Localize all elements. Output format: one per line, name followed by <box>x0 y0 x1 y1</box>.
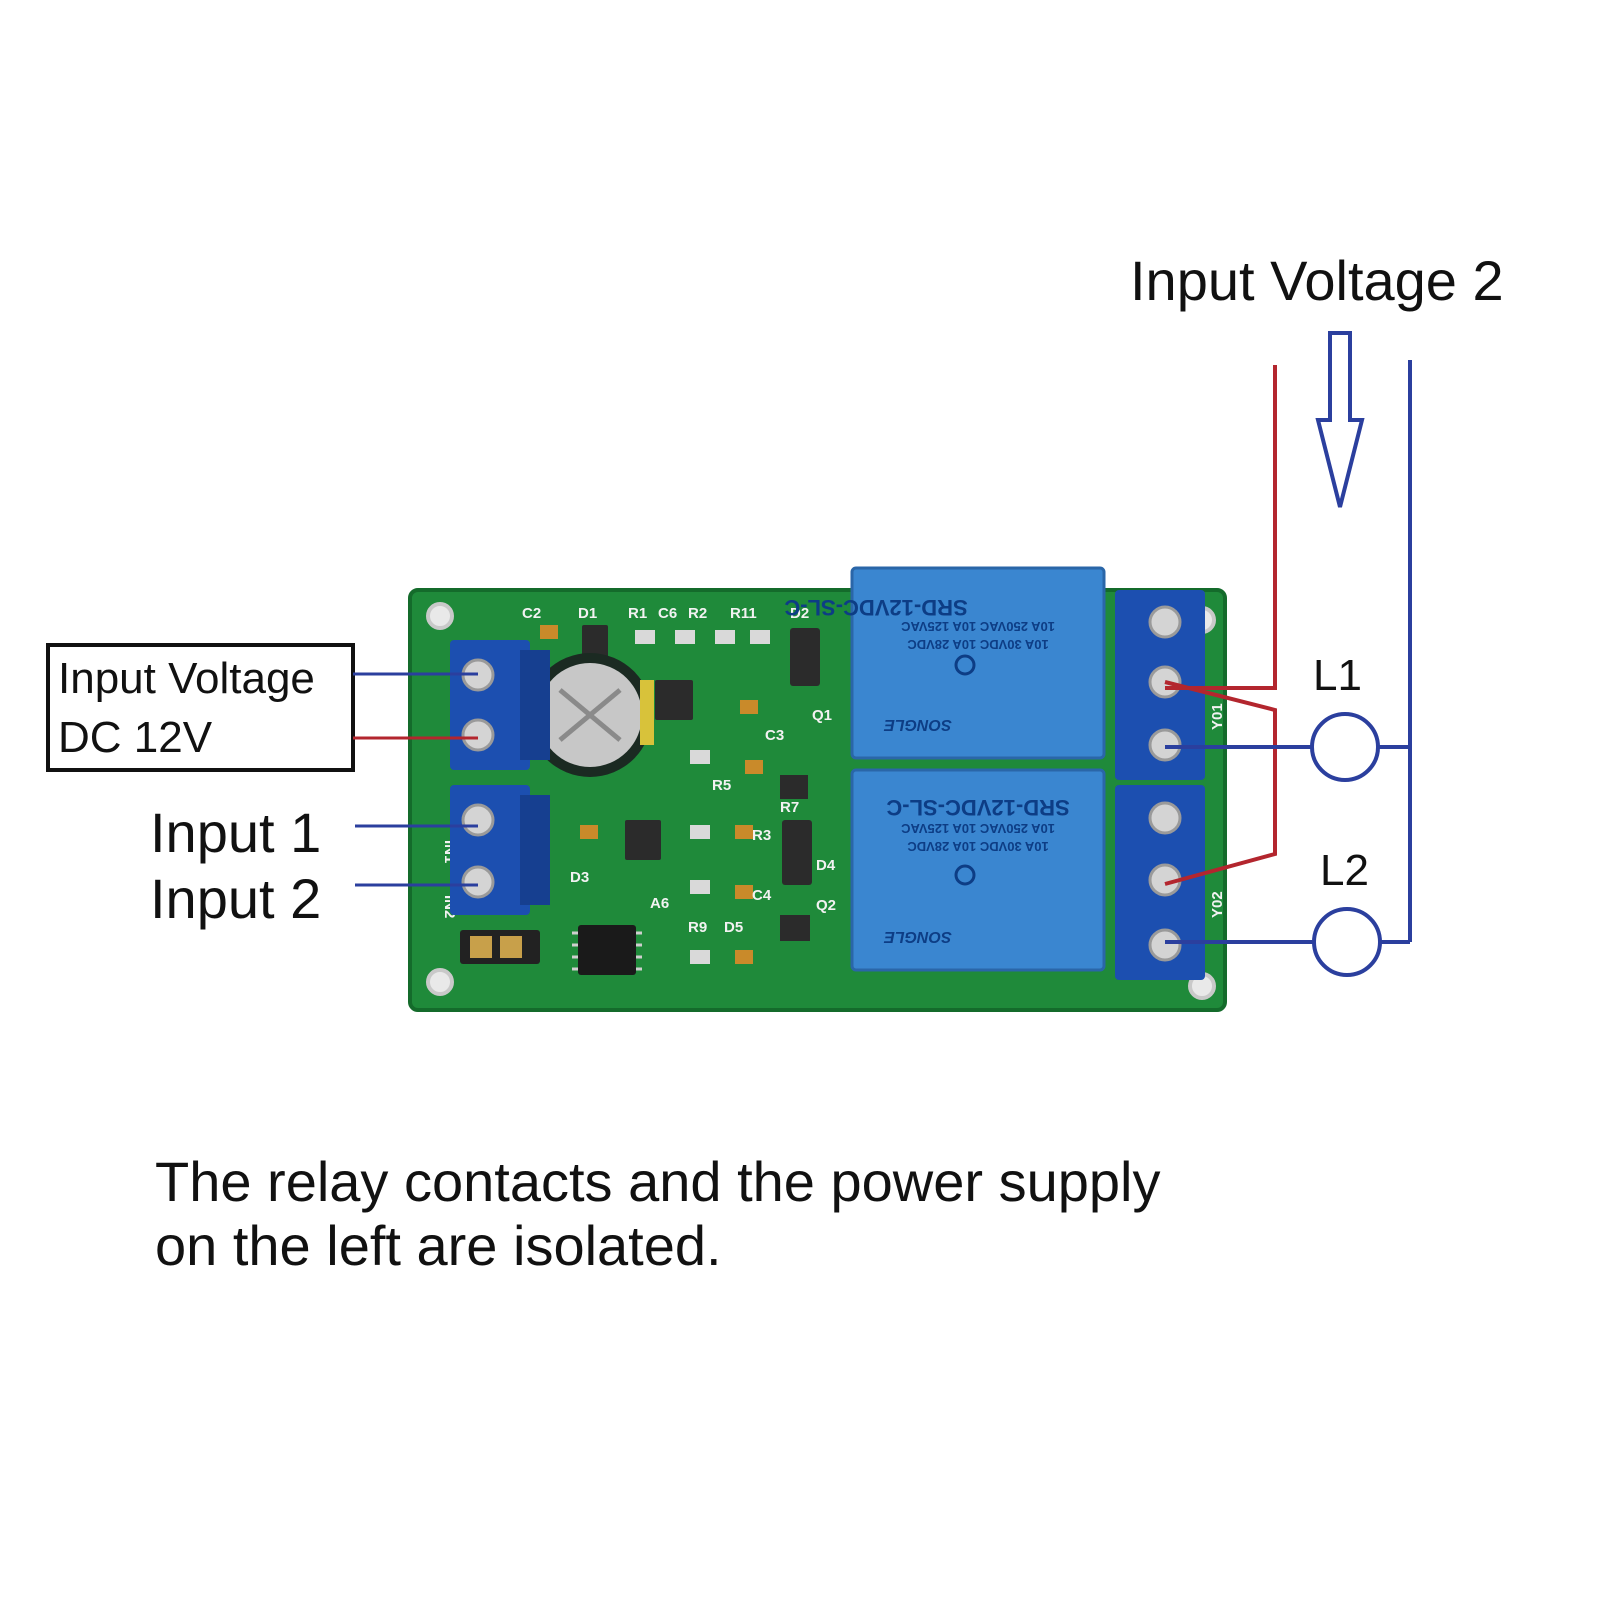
input-voltage-2-label: Input Voltage 2 <box>1130 249 1504 312</box>
isolation-caption: The relay contacts and the power supply … <box>155 1150 1455 1278</box>
dc-12v-label: DC 12V <box>58 713 213 762</box>
caption-line-2: on the left are isolated. <box>155 1214 722 1277</box>
relay-1-brand: SONGLE <box>883 716 952 733</box>
input-voltage-label-box: Input Voltage DC 12V <box>46 643 355 772</box>
silk-y02: Y02 <box>1209 891 1226 918</box>
load-2-label: L2 <box>1320 846 1369 895</box>
silk-d3: D3 <box>570 869 589 886</box>
screw-terminal-input2 <box>461 865 495 899</box>
screw-terminal-plus <box>461 718 495 752</box>
silk-r3: R3 <box>752 827 771 844</box>
silk-q2: Q2 <box>816 897 836 914</box>
silk-q1: Q1 <box>812 707 832 724</box>
relay-1-model: SRD-12VDC-SL-C <box>784 595 967 620</box>
relay-module-board: C2 D1 R1 C6 R2 R11 D2 C3 Q1 R5 R7 R3 D3 … <box>408 566 1227 1012</box>
terminal-block-inputs <box>450 785 550 915</box>
silk-d1: D1 <box>578 605 597 622</box>
load-1-lamp <box>1310 712 1380 782</box>
terminal-block-relay2 <box>1115 785 1205 980</box>
relay-2-rating-2: 10A 30VDC 10A 28VDC <box>907 839 1049 854</box>
supply-red-wire <box>1165 365 1277 690</box>
relay-2: SRD-12VDC-SL-C 10A 250VAC 10A 125VAC 10A… <box>850 768 1106 972</box>
load-1-label: L1 <box>1313 651 1362 700</box>
silk-d4: D4 <box>816 857 836 874</box>
mounting-hole <box>426 602 454 630</box>
input-1-label: Input 1 <box>150 801 321 864</box>
silk-r7: R7 <box>780 799 799 816</box>
relay-2-brand: SONGLE <box>883 928 952 945</box>
silk-c2: C2 <box>522 605 541 622</box>
screw-terminal-input1 <box>461 803 495 837</box>
load-2-lamp <box>1312 907 1382 977</box>
silk-y01: Y01 <box>1209 703 1226 730</box>
ic-chip <box>572 925 642 975</box>
silk-r11: R11 <box>730 605 757 622</box>
input-2-label: Input 2 <box>150 867 321 930</box>
common-bridge-red-wire <box>1164 680 1277 886</box>
silk-d5: D5 <box>724 919 743 936</box>
terminal-block-power <box>450 640 550 770</box>
input-voltage-label: Input Voltage <box>58 654 315 703</box>
silk-r2: R2 <box>688 605 707 622</box>
screw-terminal-y02-no <box>1148 928 1182 962</box>
smd-components <box>540 625 820 964</box>
jumper-header <box>460 930 540 964</box>
relay-2-rating-1: 10A 250VAC 10A 125VAC <box>900 821 1055 836</box>
relay-2-model: SRD-12VDC-SL-C <box>886 795 1069 820</box>
silk-a6: A6 <box>650 895 669 912</box>
caption-line-1: The relay contacts and the power supply <box>155 1150 1161 1213</box>
silk-c3: C3 <box>765 727 784 744</box>
silk-c6: C6 <box>658 605 677 622</box>
electrolytic-capacitor <box>528 653 654 777</box>
down-arrow-icon <box>1315 331 1365 508</box>
silk-r1: R1 <box>628 605 647 622</box>
silk-d2: D2 <box>790 605 809 622</box>
terminal-block-relay1 <box>1115 590 1205 780</box>
silk-c4: C4 <box>752 887 772 904</box>
silk-r5: R5 <box>712 777 731 794</box>
relay-1-rating-2: 10A 30VDC 10A 28VDC <box>907 637 1049 652</box>
relay-1: SRD-12VDC-SL-C 10A 250VAC 10A 125VAC 10A… <box>784 566 1106 760</box>
screw-terminal-y02-a <box>1148 801 1182 835</box>
silk-r9: R9 <box>688 919 707 936</box>
screw-terminal-y01-a <box>1148 605 1182 639</box>
relay-1-rating-1: 10A 250VAC 10A 125VAC <box>900 619 1055 634</box>
mounting-hole <box>426 968 454 996</box>
